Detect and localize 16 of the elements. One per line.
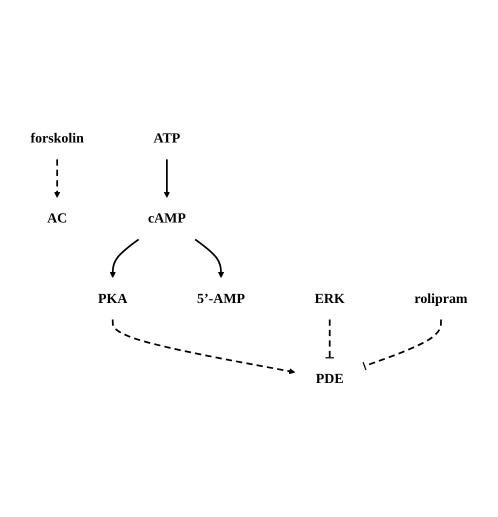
- arrow: [54, 159, 60, 198]
- arrow: [112, 319, 296, 374]
- node-label: cAMP: [148, 210, 186, 226]
- arrow: [164, 159, 170, 198]
- inhibition-line: [324, 319, 334, 358]
- node-label: ERK: [314, 290, 345, 306]
- node-label: PDE: [316, 370, 344, 386]
- node-label: rolipram: [414, 290, 468, 306]
- node-label: forskolin: [30, 130, 84, 146]
- arrow: [194, 238, 224, 278]
- node-label: ATP: [153, 130, 180, 146]
- node-label: 5’-AMP: [197, 290, 245, 306]
- arrow: [110, 238, 140, 278]
- node-label: PKA: [98, 290, 128, 306]
- inhibition-line: [362, 319, 442, 371]
- node-label: AC: [47, 210, 68, 226]
